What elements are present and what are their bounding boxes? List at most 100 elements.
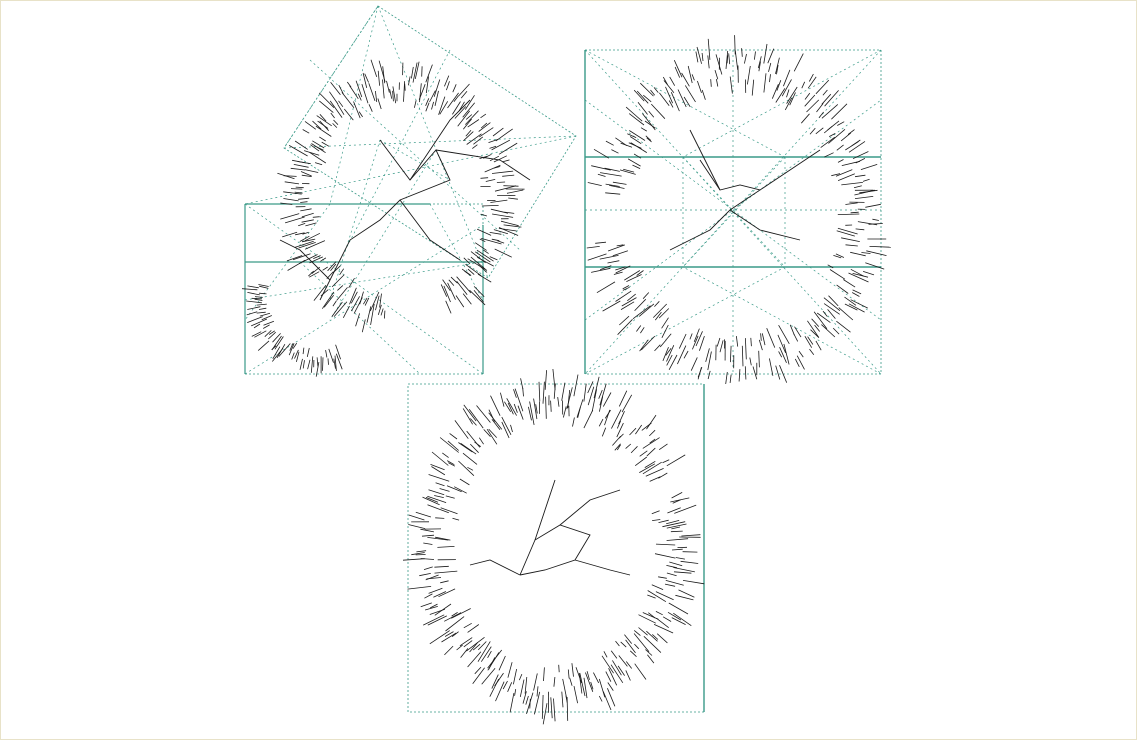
leaf-hair	[598, 174, 606, 176]
leaf-hair	[563, 679, 567, 700]
leaf-hair	[408, 586, 432, 589]
leaf-hair	[639, 628, 648, 636]
leaf-hair	[420, 529, 434, 532]
leaf-hair	[647, 655, 654, 663]
leaf-hair	[490, 232, 502, 234]
leaf-hair	[852, 293, 859, 297]
leaf-hair	[667, 455, 685, 466]
leaf-hair	[599, 696, 602, 702]
leaf-hair	[629, 143, 642, 149]
leaf-hair	[300, 359, 303, 370]
leaf-hair	[317, 116, 332, 126]
leaf-hair	[611, 651, 617, 659]
leaf-hair	[651, 90, 655, 95]
leaf-hair	[446, 496, 455, 498]
leaf-hair	[640, 327, 644, 333]
leaf-hair	[572, 663, 574, 677]
leaf-hair	[640, 451, 648, 457]
leaf-hair	[599, 390, 603, 399]
leaf-hair	[808, 77, 816, 88]
leaf-hair	[863, 271, 874, 275]
leaf-hair	[493, 128, 503, 136]
leaf-hair	[435, 571, 458, 573]
leaf-hair	[764, 73, 766, 92]
leaf-hair	[411, 67, 413, 79]
leaf-hair	[502, 175, 514, 176]
leaf-hair	[576, 667, 582, 683]
leaf-hair	[280, 214, 299, 220]
leaf-hair	[795, 359, 799, 367]
leaf-hair	[747, 66, 750, 84]
leaf-hair	[634, 644, 638, 649]
leaf-hair	[854, 186, 862, 188]
leaf-hairs	[403, 369, 704, 724]
leaf-hair	[432, 102, 434, 110]
leaf-hair	[387, 81, 390, 93]
leaf-hair	[779, 351, 782, 357]
leaf-hair	[621, 642, 627, 647]
leaf-hair	[591, 166, 611, 170]
leaf-hair	[481, 114, 486, 118]
leaf-hair	[656, 611, 663, 614]
leaf-hair	[669, 562, 682, 566]
leaf-hair	[666, 334, 671, 340]
leaf-hair	[551, 697, 552, 718]
leaf-hair	[778, 335, 786, 353]
outer-box	[408, 384, 704, 712]
leaf-hair	[307, 348, 309, 357]
leaf-hair	[634, 634, 649, 652]
leaf-hair	[371, 60, 377, 77]
leaf-hair	[273, 333, 281, 342]
leaf-hairs	[587, 35, 891, 384]
leaf-hair	[570, 678, 572, 686]
leaf-hair	[554, 677, 555, 687]
leaf-hair	[423, 543, 432, 545]
leaf-hair	[851, 212, 859, 213]
leaf-hair	[815, 325, 820, 331]
leaf-hair	[530, 699, 531, 709]
leaf-hair	[496, 682, 505, 701]
leaf-hair	[665, 584, 675, 586]
leaf-hair	[534, 673, 538, 690]
leaf-hair	[247, 307, 260, 310]
leaf-hair	[319, 137, 325, 141]
leaf-hair	[634, 90, 644, 101]
leaf-hair	[562, 692, 563, 708]
leaf-hair	[457, 645, 463, 650]
leaf-hair	[475, 667, 481, 674]
leaf-hair	[479, 438, 483, 445]
leaf-hair	[287, 256, 302, 261]
leaf-hair	[841, 238, 860, 242]
leaf-hair	[609, 668, 617, 685]
leaf-hair	[339, 85, 344, 94]
leaf-hair	[805, 95, 815, 106]
leaf-hair	[845, 203, 857, 205]
leaf-hair	[669, 101, 673, 108]
leaf-hair	[453, 518, 460, 520]
leaf-hair	[671, 531, 683, 532]
leaf-hair	[426, 575, 439, 580]
leaf-hair	[337, 285, 343, 290]
leaf-hair	[514, 404, 517, 413]
leaf-hair	[414, 101, 416, 108]
leaf-hair	[762, 333, 765, 345]
leaf-hair	[828, 129, 845, 143]
leaf-hair	[563, 406, 566, 417]
leaf-hair	[421, 603, 432, 607]
leaf-hair	[611, 410, 621, 429]
leaf-hair	[309, 272, 319, 278]
leaf-hair	[808, 337, 813, 345]
leaf-hair	[739, 369, 740, 381]
leaf-hair	[624, 635, 631, 644]
leaf-hair	[511, 425, 513, 432]
leaf-hair	[708, 371, 710, 379]
leaf-hair	[626, 107, 642, 121]
leaf-hair	[645, 650, 652, 656]
leaf-hair	[369, 104, 372, 111]
leaf-hair	[315, 163, 322, 165]
leaf-hair	[776, 366, 780, 380]
leaf-hair	[690, 334, 692, 340]
leaf-hair	[449, 280, 454, 286]
leaf-hair	[320, 258, 326, 261]
leaf-hair	[606, 672, 611, 682]
